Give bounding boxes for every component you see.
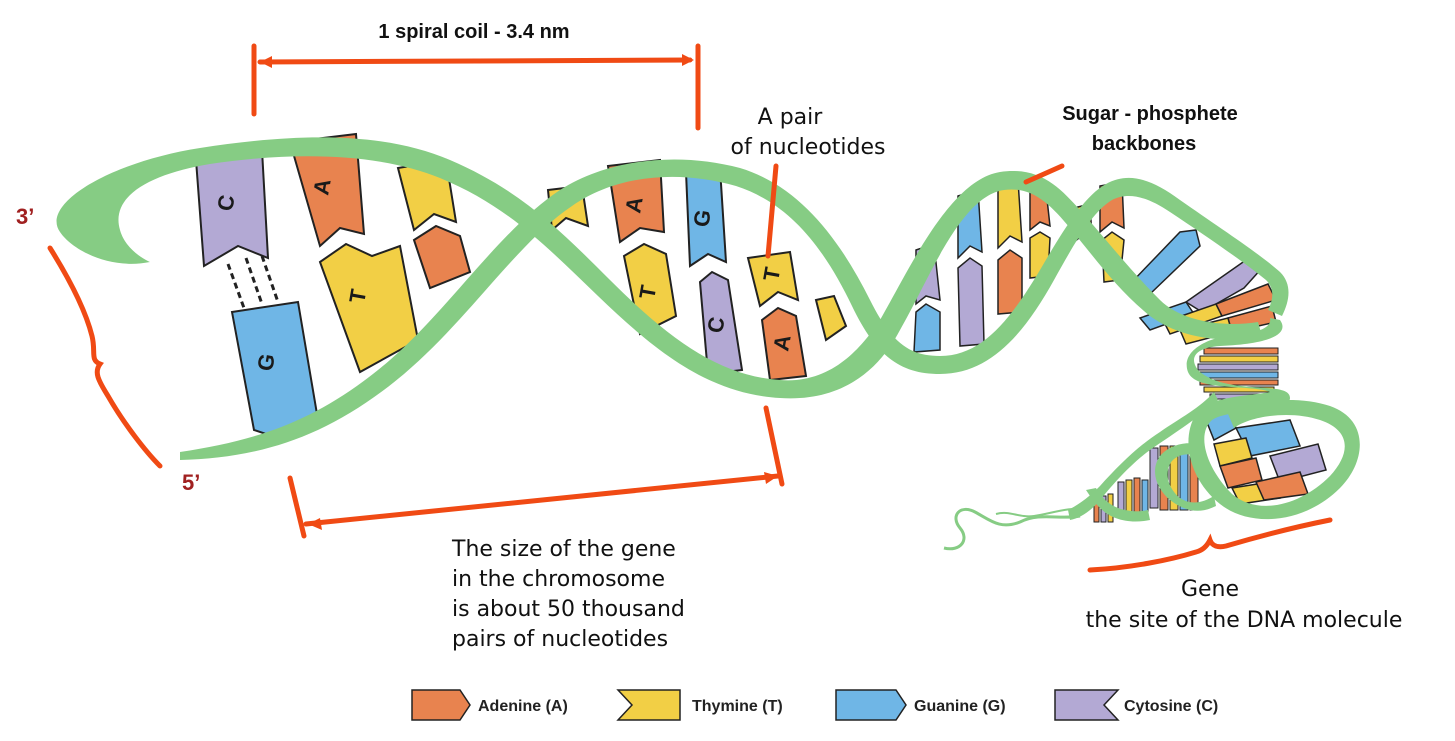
adenine-letter: A (620, 195, 647, 215)
thymine-letter: T (344, 287, 371, 305)
guanine-letter: G (252, 352, 280, 373)
backbone-strand-1 (56, 137, 1262, 399)
gene-size-arrow-right (764, 472, 778, 484)
backbone-pointer-line (1023, 163, 1065, 185)
thymine-block (1169, 445, 1179, 511)
legend-item-cytosine: Cytosine (C) (1054, 689, 1218, 721)
backbone-label-line1: Sugar - phosphete (1062, 103, 1238, 125)
guanine-letter: G (688, 208, 716, 229)
dna-tail-strand (995, 507, 1087, 518)
adenine-block (1254, 471, 1310, 501)
pair-pointer-line (765, 163, 779, 259)
thymine-block (318, 242, 420, 374)
cytosine-letter: C (702, 315, 729, 335)
end-label-5prime: 5’ (182, 470, 200, 495)
cytosine-block (1197, 363, 1279, 371)
backbone-strand-6 (1086, 488, 1150, 522)
adenine-block (412, 224, 472, 290)
thymine-block (1199, 355, 1279, 363)
thymine-block (746, 250, 800, 308)
base-pair-a-t: A T (288, 132, 420, 374)
cytosine-swatch (1054, 689, 1120, 721)
hydrogen-bond (226, 263, 246, 309)
coil-bar-arrow-right (682, 54, 694, 66)
base-pair-g-c: G C (684, 166, 744, 376)
adenine-block (288, 132, 366, 248)
end-label-3prime: 3’ (16, 204, 34, 229)
cytosine-block (1268, 443, 1327, 483)
gene-size-right-tick (763, 405, 785, 487)
gene-size-line1: The size of the gene (451, 537, 676, 562)
adenine-block (1199, 379, 1279, 386)
gene-size-line3: is about 50 thousand (452, 597, 685, 622)
thymine-letter: T (634, 283, 661, 301)
thymine-letter: T (758, 265, 785, 283)
coil-bar-line (257, 57, 693, 65)
thymine-swatch (616, 689, 681, 721)
backbone-strand-2 (180, 159, 1289, 460)
cytosine-letter: C (212, 193, 239, 213)
legend: Adenine (A) Thymine (T) Guanine (G) Cyto… (411, 689, 1218, 721)
cytosine-block (957, 257, 985, 347)
dna-tail-strand (943, 507, 1081, 551)
adenine-block (997, 249, 1023, 315)
legend-label-cytosine: Cytosine (C) (1124, 698, 1218, 715)
hydrogen-bond (260, 255, 280, 303)
legend-item-guanine: Guanine (G) (835, 689, 1006, 721)
adenine-swatch (411, 689, 471, 721)
legend-item-thymine: Thymine (T) (616, 689, 783, 721)
gene-size-label: The size of the gene in the chromosome i… (451, 537, 685, 652)
legend-label-guanine: Guanine (G) (914, 698, 1006, 715)
thymine-block (1213, 437, 1253, 467)
adenine-block (1203, 347, 1279, 355)
legend-item-adenine: Adenine (A) (411, 689, 568, 721)
adenine-letter: A (768, 333, 795, 353)
hydrogen-bond (244, 257, 264, 305)
compressed-base-pairs (1195, 347, 1279, 400)
base-pair-t-a: T A (746, 250, 808, 382)
adenine-block (760, 306, 808, 382)
coil-label: 1 spiral coil - 3.4 nm (378, 21, 569, 43)
backbone-strand-3 (1186, 318, 1360, 520)
sugar-phosphate-backbone (56, 137, 1360, 522)
lower-loop-base-pairs (1205, 406, 1327, 505)
adenine-letter: A (308, 177, 335, 197)
pair-label-line1: A pair (758, 105, 824, 130)
gene-size-arrow-left (308, 518, 322, 530)
strand-ends-brace (47, 245, 163, 469)
legend-label-adenine: Adenine (A) (478, 698, 568, 715)
guanine-swatch (835, 689, 907, 721)
backbone-strand-4 (1068, 392, 1218, 520)
gene-label-line1: Gene (1181, 577, 1239, 602)
pair-label-line2: of nucleotides (731, 135, 886, 160)
gene-size-line4: pairs of nucleotides (452, 627, 668, 652)
gene-size-line (303, 473, 781, 527)
coil-bar-arrow-left (260, 56, 272, 68)
gene-size-line2: in the chromosome (452, 567, 665, 592)
base-pair-c-g: C G (194, 148, 320, 438)
thymine-block (814, 294, 848, 342)
gene-brace (1087, 517, 1333, 573)
gene-label-line2: the site of the DNA molecule (1086, 608, 1403, 633)
base-pair-t-a (997, 179, 1023, 315)
legend-label-thymine: Thymine (T) (692, 698, 783, 715)
guanine-block (1195, 371, 1279, 379)
guanine-block (913, 303, 941, 353)
gene-size-left-tick (287, 475, 307, 539)
annotations (47, 43, 1333, 573)
backbone-strand-5 (1155, 443, 1216, 511)
backbone-label-line2: backbones (1092, 133, 1196, 155)
